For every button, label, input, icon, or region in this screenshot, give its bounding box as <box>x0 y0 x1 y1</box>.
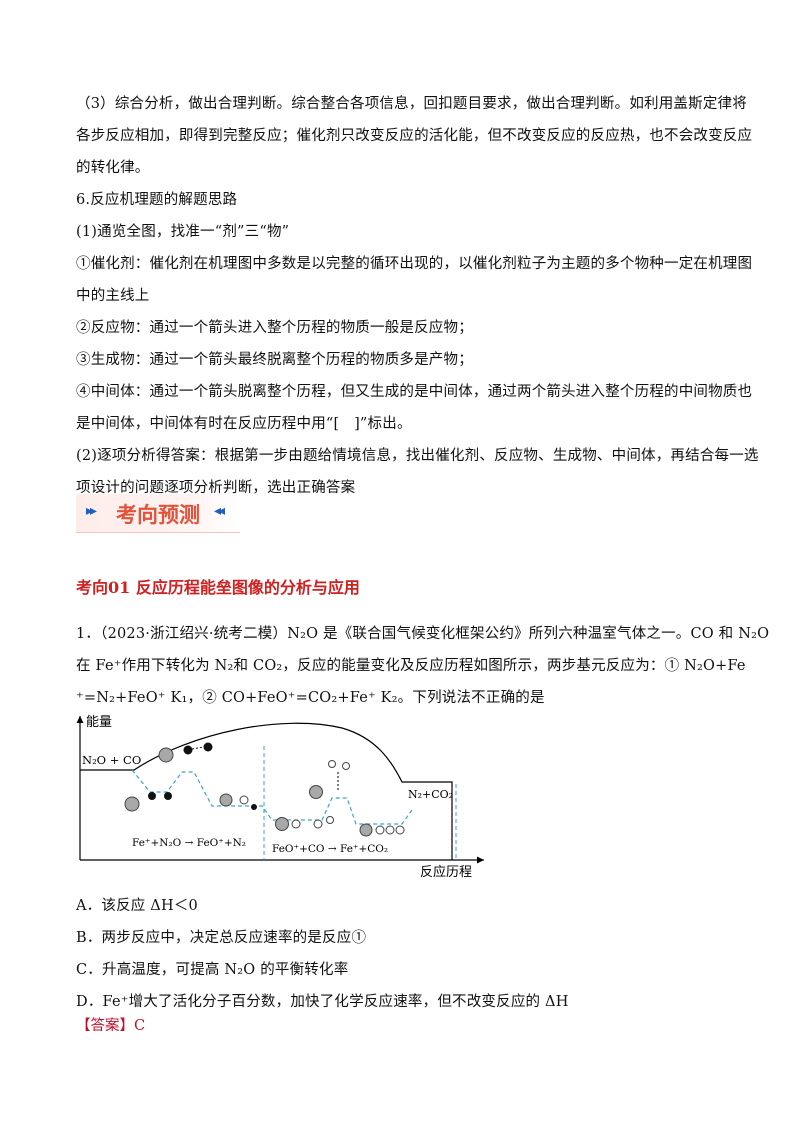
dashed-pathway <box>131 769 413 825</box>
paragraph-line: 是中间体，中间体有时在反应历程中用“[ ]”标出。 <box>76 416 412 432</box>
molecule-icon <box>309 760 350 799</box>
paragraph-line: ①催化剂：催化剂在机理图中多数是以完整的循环出现的，以催化剂粒子为主题的多个物种… <box>76 256 753 272</box>
paragraph-line: 项设计的问题逐项分析判断，选出正确答案 <box>76 480 356 496</box>
paragraph-line: ④中间体：通过一个箭头脱离整个历程，但又生成的是中间体，通过两个箭头进入整个历程… <box>76 384 753 400</box>
molecule-icon <box>124 792 172 812</box>
products-label: N₂+CO₂ <box>408 788 453 801</box>
molecule-icon <box>158 742 213 763</box>
double-arrow-left-icon: ◂◂ <box>214 503 225 519</box>
molecule-icon <box>359 823 405 837</box>
section-banner: ▸▸ 考向预测 ◂◂ <box>76 494 240 533</box>
y-axis-label: 能量 <box>86 715 112 730</box>
option-d: D．Fe⁺增大了活化分子百分数，加快了化学反应速率，但不改变反应的 ΔH <box>76 994 569 1010</box>
paragraph-line: 6.反应机理题的解题思路 <box>76 192 238 208</box>
paragraph-line: 中的主线上 <box>76 288 150 304</box>
reactants-label: N₂O + CO <box>82 753 141 767</box>
section-title: 考向01 反应历程能垒图像的分析与应用 <box>76 578 360 597</box>
question-line: 1．（2023·浙江绍兴·统考二模）N₂O 是《联合国气候变化框架公约》所列六种… <box>76 626 770 642</box>
option-a: A．该反应 ΔH＜0 <box>76 898 198 914</box>
paragraph-line: (1)通览全图，找准一“剂”三“物” <box>76 224 290 240</box>
step2-label: FeO⁺+CO → Fe⁺+CO₂ <box>272 843 388 855</box>
banner-title: 考向预测 <box>116 503 200 527</box>
answer-label: 【答案】 <box>76 1018 134 1034</box>
double-arrow-right-icon: ▸▸ <box>86 503 97 519</box>
molecule-icon <box>219 793 257 810</box>
molecule-icon <box>275 816 334 831</box>
energy-curve <box>80 722 453 860</box>
answer: 【答案】C <box>76 1014 145 1035</box>
paragraph-line: （3）综合分析，做出合理判断。综合整合各项信息，回扣题目要求，做出合理判断。如利… <box>76 96 747 112</box>
paragraph-line: 的转化律。 <box>76 160 150 176</box>
option-b: B．两步反应中，决定总反应速率的是反应① <box>76 930 367 946</box>
paragraph-line: ③生成物：通过一个箭头最终脱离整个历程的物质多是产物； <box>76 352 473 368</box>
paragraph-line: 各步反应相加，即得到完整反应；催化剂只改变反应的活化能，但不改变反应的反应热，也… <box>76 128 753 144</box>
paragraph-line: ②反应物：通过一个箭头进入整个历程的物质一般是反应物； <box>76 320 473 336</box>
option-c: C．升高温度，可提高 N₂O 的平衡转化率 <box>76 962 349 978</box>
energy-profile-diagram: 能量 反应历程 N₂O + CO N₂+CO₂ <box>76 715 484 880</box>
banner-background <box>76 494 240 533</box>
question-line: ⁺=N₂+FeO⁺ K₁，② CO+FeO⁺=CO₂+Fe⁺ K₂。下列说法不正… <box>76 690 545 706</box>
step1-label: Fe⁺+N₂O → FeO⁺+N₂ <box>132 837 246 849</box>
paragraph-line: (2)逐项分析得答案：根据第一步由题给情境信息，找出催化剂、反应物、生成物、中间… <box>76 448 759 464</box>
x-axis-label: 反应历程 <box>420 864 472 880</box>
answer-value: C <box>134 1018 146 1034</box>
question-line: 在 Fe⁺作用下转化为 N₂和 CO₂，反应的能量变化及反应历程如图所示，两步基… <box>76 658 746 674</box>
